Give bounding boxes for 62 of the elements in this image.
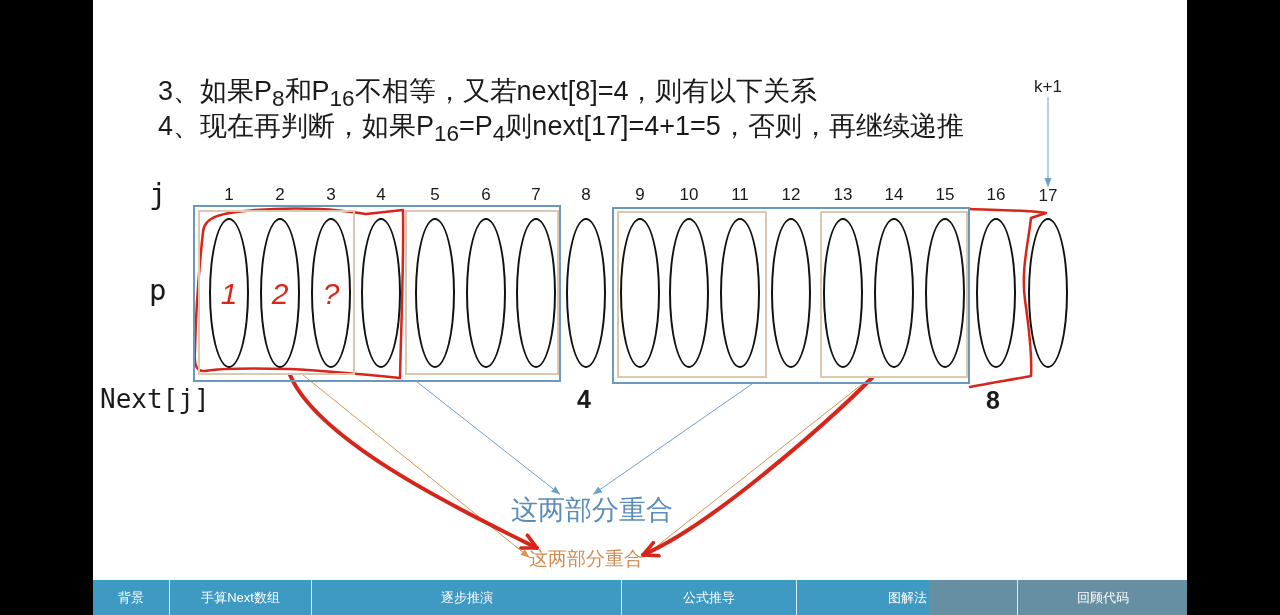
index-number: 12 (781, 185, 801, 205)
instruction-text: 4、现在再判断，如果P$_{16}$=P$_{4}$则next[17]=4+1=5，否则，再继续递推 (158, 110, 964, 149)
nav-tab: 回顾代码 (1018, 580, 1187, 615)
inner-frame (820, 211, 968, 378)
index-number: 13 (833, 185, 853, 205)
ellipse (1028, 218, 1068, 368)
row-label: Next[j] (100, 383, 210, 416)
handwritten-note: ? (322, 276, 340, 310)
row-label: j (149, 176, 167, 213)
index-number: 17 (1038, 186, 1058, 207)
handwritten-note: 2 (271, 276, 289, 310)
arrow (592, 383, 753, 495)
index-number: 11 (731, 185, 749, 205)
row-label: p (149, 272, 167, 309)
nav-tab: 图解法 (797, 580, 1018, 615)
ellipse (209, 218, 249, 368)
annotation-text: 这两部分重合 (511, 494, 673, 527)
index-number: 15 (935, 185, 955, 205)
nav-tab: 手算Next数组 (170, 580, 312, 615)
nav-tab: 逐步推演 (312, 580, 622, 615)
nav-tab: 公式推导 (622, 580, 797, 615)
index-number: 16 (986, 185, 1006, 205)
index-number: 10 (679, 185, 699, 205)
ellipse (311, 218, 351, 368)
arrow (416, 381, 561, 495)
next-value: 4 (577, 385, 591, 414)
ellipse (620, 218, 660, 368)
inner-frame (617, 211, 767, 378)
inner-frame (405, 210, 559, 375)
ellipse (516, 218, 556, 368)
index-number: 1 (224, 185, 234, 205)
ellipse (823, 218, 863, 368)
instruction-text: 3、如果P$_{8}$和P$_{16}$不相等，又若next[8]=4，则有以下关系 (158, 75, 818, 112)
ellipse (361, 218, 401, 368)
annotation-text: 这两部分重合 (529, 548, 643, 571)
index-number: 14 (884, 185, 904, 205)
index-number: 9 (635, 185, 645, 205)
outline-frame (612, 207, 970, 384)
ellipse (415, 218, 455, 368)
handwritten-note: 1 (220, 276, 238, 310)
next-value: 8 (986, 386, 1000, 415)
index-number: 6 (481, 185, 491, 205)
ellipse (260, 218, 300, 368)
ellipse (925, 218, 965, 368)
index-number: 3 (326, 185, 336, 205)
nav-tab: 背景 (93, 580, 170, 615)
index-number: 5 (430, 185, 440, 205)
ellipse (566, 218, 606, 368)
ellipse (720, 218, 760, 368)
pointer-label: k+1 (1034, 77, 1062, 98)
ellipse (874, 218, 914, 368)
ellipse (669, 218, 709, 368)
index-number: 8 (581, 185, 591, 205)
ellipse (771, 218, 811, 368)
ellipse (466, 218, 506, 368)
index-number: 7 (531, 185, 541, 205)
ellipse (976, 218, 1016, 368)
arrow (1044, 96, 1052, 187)
inner-frame (198, 210, 355, 375)
index-number: 2 (275, 185, 285, 205)
index-number: 4 (376, 185, 386, 205)
outline-frame (193, 205, 561, 382)
